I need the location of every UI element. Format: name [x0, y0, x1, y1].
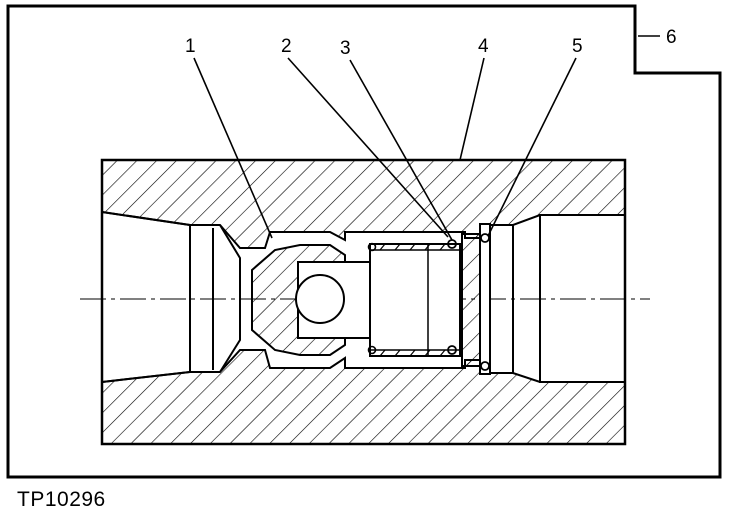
callout-6: 6: [666, 27, 677, 48]
leader-line-1: [193, 57, 273, 239]
snap-ring-top-end: [480, 233, 490, 243]
callout-3: 3: [340, 38, 351, 59]
leader-line-2: [287, 57, 449, 238]
outer-housing-outline: [6, 4, 722, 479]
left-port-bore: [101, 211, 191, 383]
leader-line-3: [349, 59, 453, 241]
callout-1: 1: [185, 36, 196, 57]
snap-ring: [479, 223, 491, 375]
o-ring-left-top: [367, 242, 377, 252]
poppet-cross-hole: [295, 274, 345, 324]
leader-line-4: [459, 57, 485, 161]
o-ring-bottom: [447, 345, 457, 355]
callout-5: 5: [572, 36, 583, 57]
figure-id-label: TP10296: [17, 488, 106, 511]
o-ring-left-bottom: [367, 345, 377, 355]
snap-ring-bottom-end: [480, 361, 490, 371]
plug: [461, 233, 481, 367]
lower-body-section: [101, 349, 626, 445]
upper-body-section: [101, 159, 626, 249]
spring: [369, 243, 461, 357]
callout-2: 2: [281, 36, 292, 57]
callout-4: 4: [478, 36, 489, 57]
leader-line-5: [487, 57, 577, 237]
